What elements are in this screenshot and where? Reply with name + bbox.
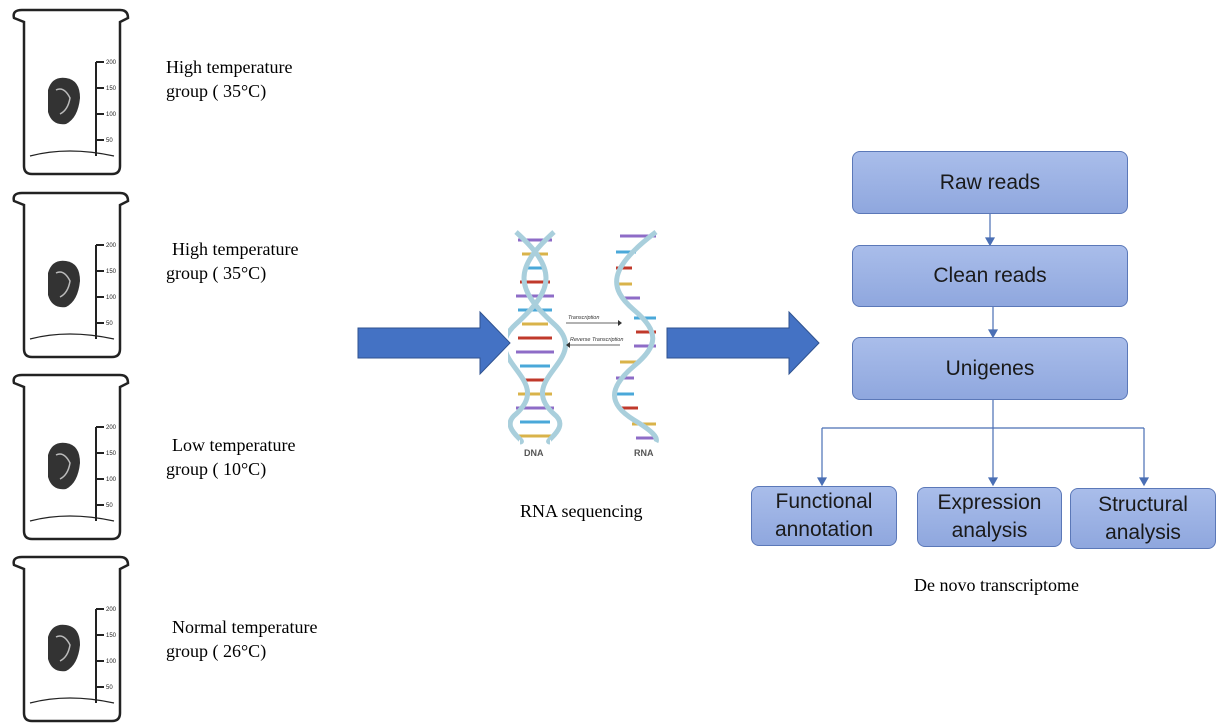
scale-label: 200 — [106, 60, 117, 66]
reverse-transcription-label: Reverse Transcription — [570, 337, 623, 343]
scale-label: 50 — [106, 685, 113, 691]
functional-annotation-line: annotation — [774, 518, 874, 541]
scale-label: 150 — [106, 269, 117, 275]
scale-label: 50 — [106, 321, 113, 327]
beaker-low-temp: 200 150 100 50 — [12, 373, 130, 541]
transcription-label: Transcription — [568, 315, 599, 321]
beaker-high-temp-1: 200 150 100 50 — [12, 8, 130, 176]
scale-label: 200 — [106, 607, 117, 613]
oyster-icon — [48, 260, 80, 308]
scale-label: 150 — [106, 86, 117, 92]
scale-label: 50 — [106, 503, 113, 509]
arrow-to-transcriptome — [666, 310, 820, 376]
rna-single-strand — [612, 230, 659, 444]
scale-label: 100 — [106, 659, 117, 665]
group-label-line: group ( 10°C) — [166, 459, 267, 479]
structural-analysis-line: analysis — [1105, 520, 1181, 544]
scale-label: 100 — [106, 112, 117, 118]
group-label-line: Low temperature — [172, 435, 296, 455]
structural-analysis-line: Structural — [1098, 492, 1188, 516]
clean-reads-box: Clean reads — [852, 245, 1128, 307]
rna-sequencing-caption: RNA sequencing — [520, 501, 643, 521]
group-label-line: High temperature — [172, 239, 299, 259]
pipeline-connectors — [816, 214, 1150, 487]
scale-label: 200 — [106, 243, 117, 249]
arrow-to-sequencing — [357, 310, 511, 376]
dna-rna-illustration: Transcription Reverse Transcription DNA … — [508, 230, 659, 458]
group-label-high-temp-1: High temperature group ( 35°C) — [166, 55, 292, 103]
expression-analysis-box: Expression analysis — [917, 487, 1062, 547]
scale-label: 200 — [106, 425, 117, 431]
beaker-high-temp-2: 200 150 100 50 — [12, 191, 130, 359]
group-label-high-temp-2: High temperature group ( 35°C) — [166, 237, 298, 285]
group-label-normal-temp: Normal temperature group ( 26°C) — [166, 615, 317, 663]
group-label-line: group ( 35°C) — [166, 81, 267, 101]
scale-label: 50 — [106, 138, 113, 144]
oyster-icon — [48, 624, 80, 672]
dna-label: DNA — [524, 448, 544, 458]
structural-analysis-box: Structural analysis — [1070, 488, 1216, 549]
unigenes-label: Unigenes — [945, 356, 1035, 380]
functional-annotation-line: Functional — [775, 490, 873, 513]
beaker-normal-temp: 200 150 100 50 — [12, 555, 130, 723]
unigenes-box: Unigenes — [852, 337, 1128, 400]
clean-reads-label: Clean reads — [933, 264, 1047, 287]
scale-label: 150 — [106, 633, 117, 639]
transcriptome-caption: De novo transcriptome — [914, 575, 1079, 595]
group-label-low-temp: Low temperature group ( 10°C) — [166, 433, 295, 481]
scale-label: 150 — [106, 451, 117, 457]
dna-double-helix — [508, 230, 569, 445]
oyster-icon — [48, 442, 80, 490]
scale-label: 100 — [106, 295, 117, 301]
scale-label: 100 — [106, 477, 117, 483]
group-label-line: group ( 35°C) — [166, 263, 267, 283]
expression-analysis-line: analysis — [951, 519, 1028, 542]
group-label-line: group ( 26°C) — [166, 641, 267, 661]
raw-reads-label: Raw reads — [939, 170, 1041, 194]
oyster-icon — [48, 77, 80, 125]
functional-annotation-box: Functional annotation — [751, 486, 897, 546]
expression-analysis-line: Expression — [937, 491, 1042, 514]
raw-reads-box: Raw reads — [852, 151, 1128, 214]
group-label-line: Normal temperature — [172, 617, 318, 637]
rna-label: RNA — [634, 448, 654, 458]
group-label-line: High temperature — [166, 57, 293, 77]
